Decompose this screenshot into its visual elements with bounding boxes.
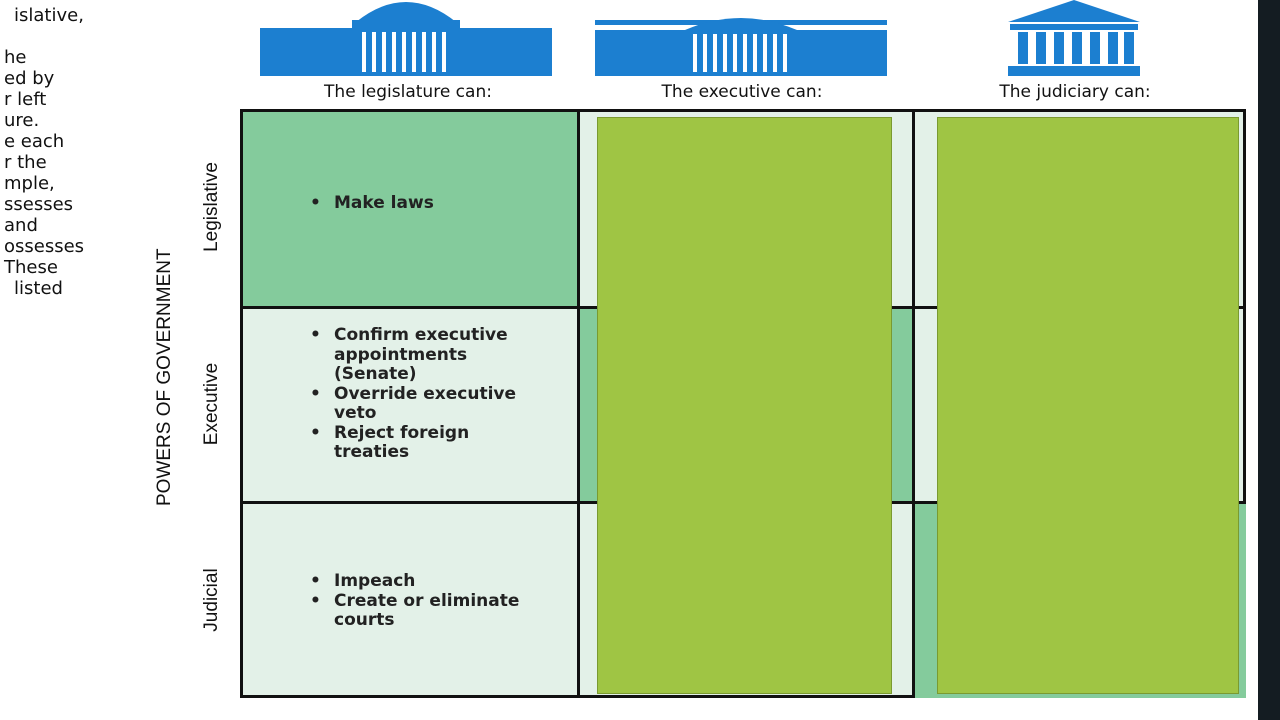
- paragraph-line: ssesses: [4, 194, 74, 215]
- courthouse-icon: [1008, 0, 1140, 76]
- row-label-judicial: Judicial: [201, 568, 222, 632]
- list-item: Override executive veto: [308, 384, 528, 424]
- executive-column-cover: [597, 117, 892, 694]
- paragraph-line: ed by: [4, 68, 55, 89]
- list-item: Make laws: [308, 193, 434, 214]
- list-item: Reject foreign treaties: [308, 423, 528, 463]
- executive-row-list: Confirm executive appointments (Senate) …: [308, 325, 528, 463]
- paragraph-line: listed: [14, 278, 63, 299]
- paragraph-line: ure.: [4, 110, 40, 131]
- row-label-legislative: Legislative: [201, 162, 222, 252]
- judicial-row-list: Impeach Create or eliminate courts: [308, 571, 528, 631]
- legislative-row-list: Make laws: [308, 193, 434, 214]
- paragraph-line: islative,: [14, 5, 84, 26]
- capitol-building-icon: [260, 2, 552, 76]
- white-house-icon: [595, 18, 887, 76]
- separation-of-powers-table: Make laws Confirm executive appointments…: [240, 109, 1246, 698]
- paragraph-line: he: [4, 47, 27, 68]
- paragraph-line: r the: [4, 152, 47, 173]
- header-judiciary: The judiciary can:: [999, 82, 1151, 102]
- powers-axis-label: POWERS OF GOVERNMENT: [154, 248, 175, 506]
- paragraph-line: and: [4, 215, 38, 236]
- row-label-executive: Executive: [201, 362, 222, 446]
- judiciary-column-cover: [937, 117, 1239, 694]
- header-legislature: The legislature can:: [324, 82, 492, 102]
- column-divider: [912, 112, 915, 695]
- clipped-paragraph: islative, he ed by r left ure. e each r …: [0, 0, 120, 300]
- paragraph-line: r left: [4, 89, 47, 110]
- column-divider: [577, 112, 580, 695]
- list-item: Confirm executive appointments (Senate): [308, 325, 528, 385]
- slide-edge: [1258, 0, 1280, 720]
- header-executive: The executive can:: [661, 82, 823, 102]
- paragraph-line: mple,: [4, 173, 55, 194]
- paragraph-line: These: [4, 257, 58, 278]
- paragraph-line: e each: [4, 131, 65, 152]
- list-item: Create or eliminate courts: [308, 591, 528, 631]
- list-item: Impeach: [308, 571, 528, 592]
- paragraph-line: ossesses: [4, 236, 85, 257]
